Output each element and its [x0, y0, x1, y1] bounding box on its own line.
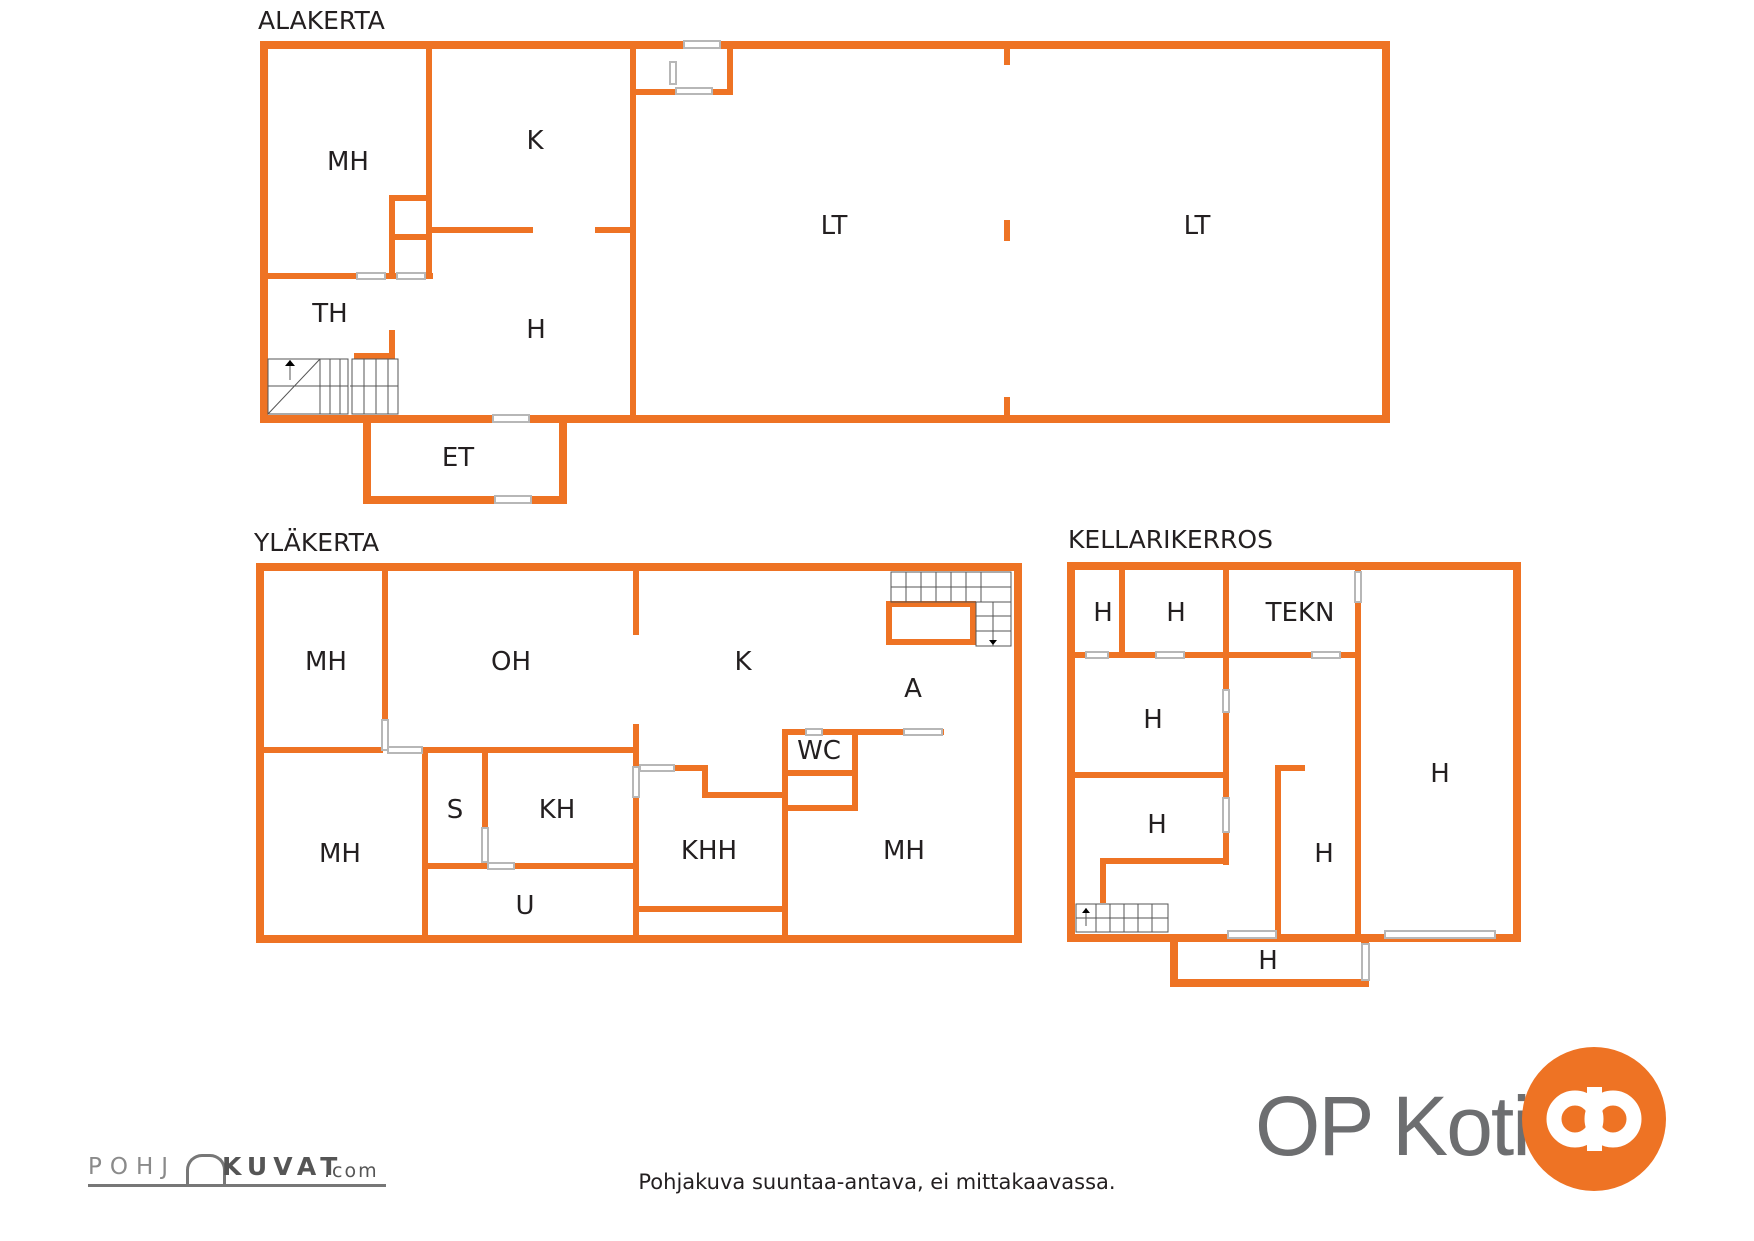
room-label: H	[1166, 598, 1186, 628]
room-label: H	[1314, 839, 1334, 869]
room-label: ET	[442, 443, 474, 473]
room-label: H	[526, 315, 546, 345]
room-label: K	[526, 126, 544, 156]
room-label: H	[1430, 759, 1450, 789]
wall-outer	[260, 41, 1390, 423]
floor-alakerta: ALAKERTA	[258, 6, 1390, 504]
floor-ylakerta: YLÄKERTA	[253, 528, 1022, 943]
room-label: LT	[1184, 211, 1211, 241]
room-label: S	[447, 795, 464, 825]
watermark-left: POHJ	[88, 1154, 177, 1180]
room-label: MH	[305, 647, 347, 677]
windows	[1085, 571, 1496, 981]
stairs-icon	[267, 358, 399, 415]
watermark-arch-icon	[186, 1154, 226, 1187]
watermark-suffix: .com	[324, 1160, 379, 1182]
room-labels: H H TEKN H H H H H	[1093, 598, 1450, 976]
room-label: KHH	[681, 836, 737, 866]
room-labels: MH K LT LT TH H ET	[311, 126, 1210, 473]
room-label: OH	[491, 647, 531, 677]
room-label: TH	[311, 299, 347, 329]
room-label: H	[1143, 705, 1163, 735]
room-label: K	[734, 647, 752, 677]
watermark-underline	[88, 1184, 386, 1187]
wall-outer	[1067, 562, 1521, 942]
room-labels: MH OH K A WC MH S KH KHH MH U	[305, 647, 925, 921]
room-label: MH	[319, 839, 361, 869]
room-label: H	[1258, 946, 1278, 976]
room-label: U	[515, 891, 534, 921]
floor-kellarikerros: KELLARIKERROS	[1067, 525, 1521, 987]
room-label: LT	[821, 211, 848, 241]
stairs-icon	[890, 571, 1012, 647]
room-label: WC	[797, 736, 841, 766]
brand-name: OP Koti	[1255, 1079, 1531, 1173]
room-label: MH	[327, 147, 369, 177]
stairs-icon	[1075, 903, 1169, 933]
room-label: MH	[883, 836, 925, 866]
windows	[356, 40, 721, 504]
room-label: H	[1147, 810, 1167, 840]
room-label: TEKN	[1265, 598, 1335, 628]
watermark-right: KUVAT	[222, 1152, 344, 1181]
room-label: A	[904, 674, 922, 704]
wall-entrance	[363, 415, 567, 504]
windows	[381, 719, 943, 870]
floor-title-ylakerta: YLÄKERTA	[253, 528, 379, 557]
room-label: H	[1093, 598, 1113, 628]
floor-title-alakerta: ALAKERTA	[258, 6, 385, 35]
room-label: KH	[539, 795, 576, 825]
floor-title-kellarikerros: KELLARIKERROS	[1068, 525, 1273, 554]
interior-walls	[265, 42, 1010, 422]
interior-walls	[261, 564, 976, 938]
op-logo-icon	[1522, 1047, 1666, 1191]
disclaimer-text: Pohjakuva suuntaa-antava, ei mittakaavas…	[638, 1170, 1116, 1194]
